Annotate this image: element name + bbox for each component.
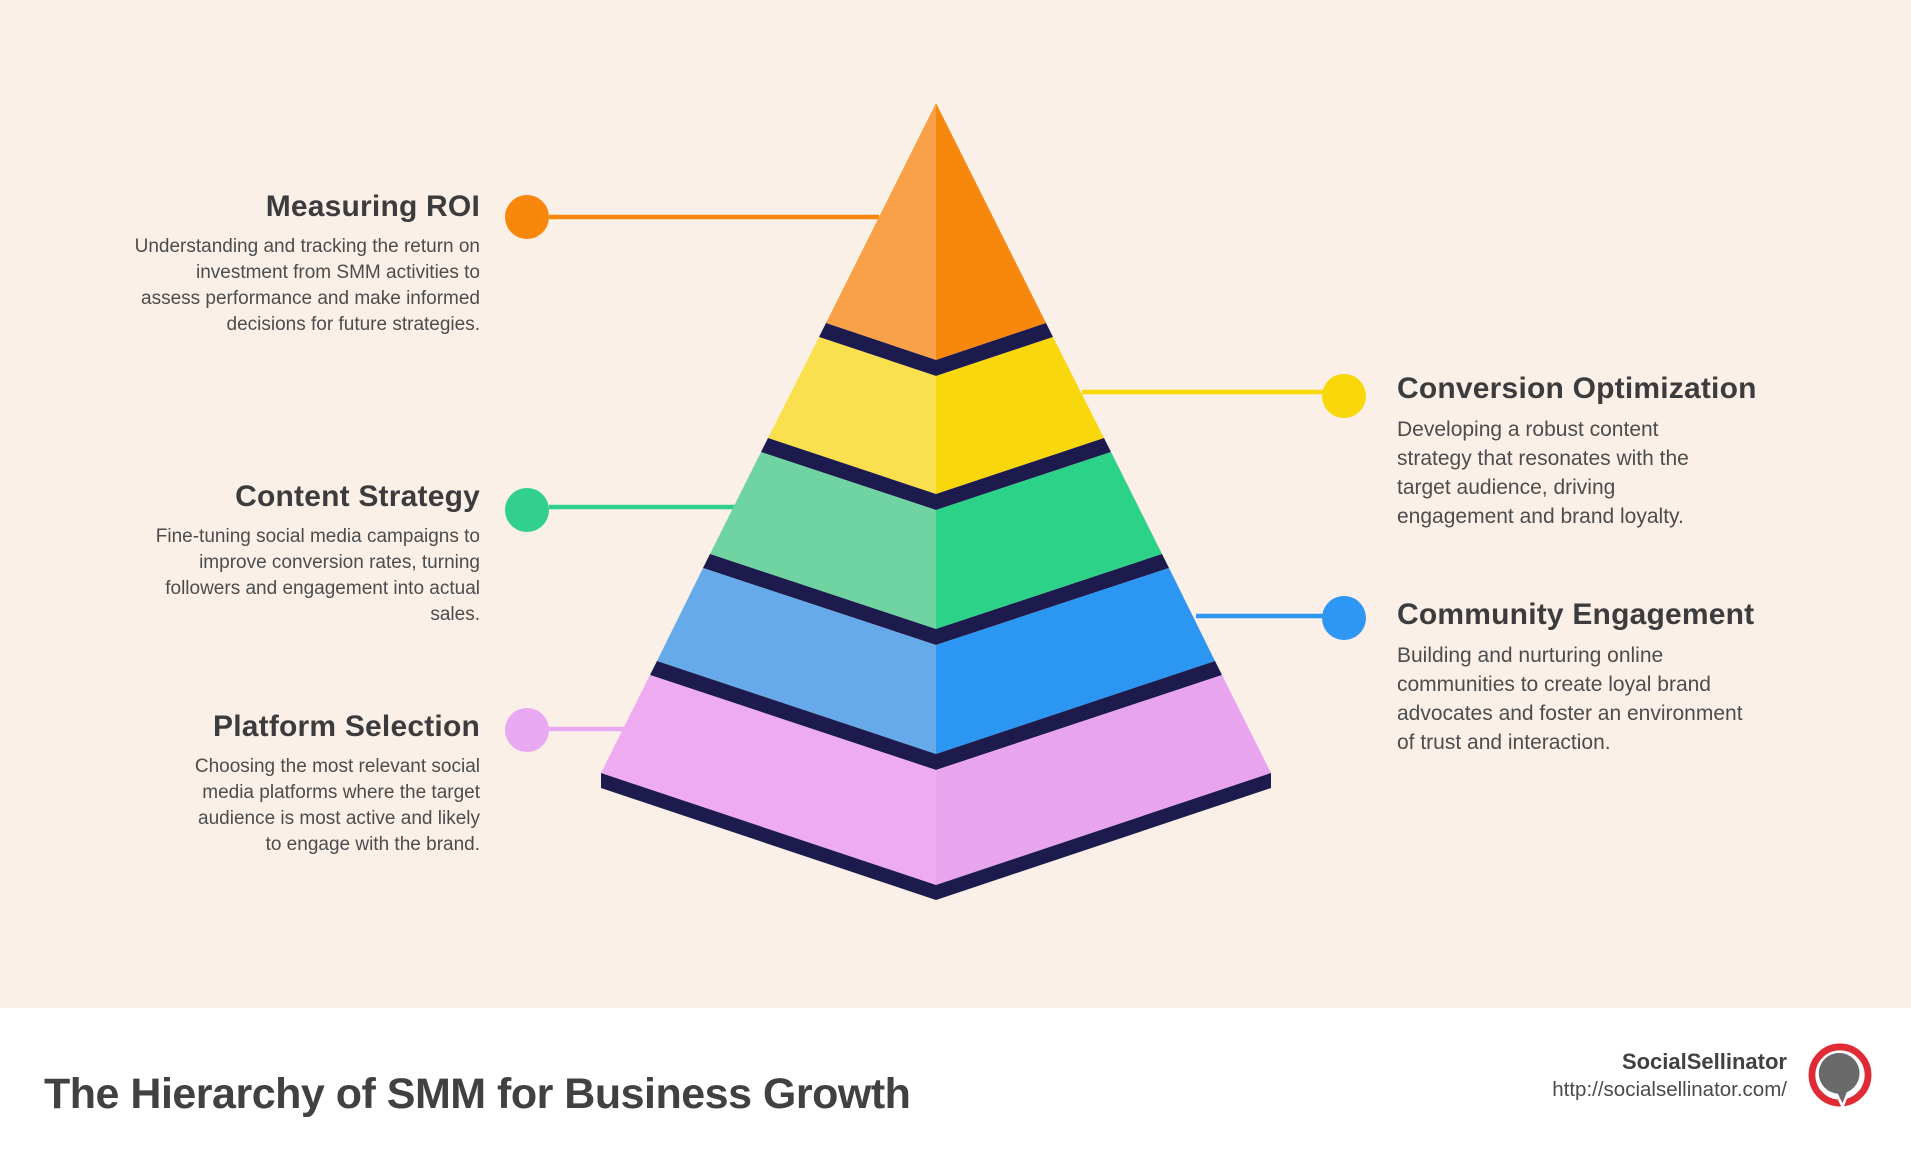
callout-community-engagement: Community Engagement Building and nurtur… xyxy=(1397,598,1827,757)
callout-description: Building and nurturing online communitie… xyxy=(1397,644,1743,754)
pyramid-level-3-left-face xyxy=(710,452,936,629)
pyramid-level-5-right-face xyxy=(936,675,1271,885)
callout-measuring-roi: Measuring ROI Understanding and tracking… xyxy=(60,190,480,338)
callout-title: Platform Selection xyxy=(213,710,480,743)
pyramid-level-5-left-face xyxy=(601,675,936,885)
pyramid-level-4-right-face xyxy=(936,568,1215,754)
brand-url-link[interactable]: http://socialsellinator.com/ xyxy=(1552,1078,1787,1101)
bullet-conversion-optimization xyxy=(1322,374,1366,418)
callout-description: Understanding and tracking the return on… xyxy=(134,236,480,335)
page-title: The Hierarchy of SMM for Business Growth xyxy=(44,1070,911,1118)
brand-name: SocialSellinator xyxy=(1621,1049,1787,1074)
callout-title: Measuring ROI xyxy=(265,190,480,223)
callout-description: Fine-tuning social media campaigns to im… xyxy=(155,526,480,625)
callout-platform-selection: Platform Selection Choosing the most rel… xyxy=(60,710,480,858)
callout-title: Content Strategy xyxy=(235,480,480,513)
bullet-content-strategy xyxy=(505,488,549,532)
callout-content-strategy: Content Strategy Fine-tuning social medi… xyxy=(60,480,480,628)
pyramid-level-2-left-face xyxy=(768,337,936,494)
pyramid-level-4-left-face xyxy=(657,568,936,754)
callout-title: Community Engagement xyxy=(1397,598,1755,631)
callout-conversion-optimization: Conversion Optimization Developing a rob… xyxy=(1397,372,1827,531)
bullet-community-engagement xyxy=(1322,596,1366,640)
callout-description: Choosing the most relevant social media … xyxy=(194,756,480,855)
pyramid-level-2-right-face xyxy=(936,337,1104,494)
pyramid-level-1-right-face xyxy=(936,103,1046,360)
pyramid-level-3-right-face xyxy=(936,452,1162,629)
pyramid-band-1 xyxy=(819,323,1053,376)
bullet-platform-selection xyxy=(505,708,549,752)
socialsellinator-logo xyxy=(1808,1043,1872,1109)
pyramid-band-2 xyxy=(761,438,1111,510)
logo-bubble-icon xyxy=(1818,1052,1860,1094)
footer-band xyxy=(0,1008,1911,1160)
callout-description: Developing a robust content strategy tha… xyxy=(1397,418,1689,528)
pyramid-level-1-left-face xyxy=(826,103,936,360)
brand-block: SocialSellinator http://socialsellinator… xyxy=(1552,1048,1787,1103)
bullet-measuring-roi xyxy=(505,195,549,239)
callout-title: Conversion Optimization xyxy=(1397,372,1757,405)
